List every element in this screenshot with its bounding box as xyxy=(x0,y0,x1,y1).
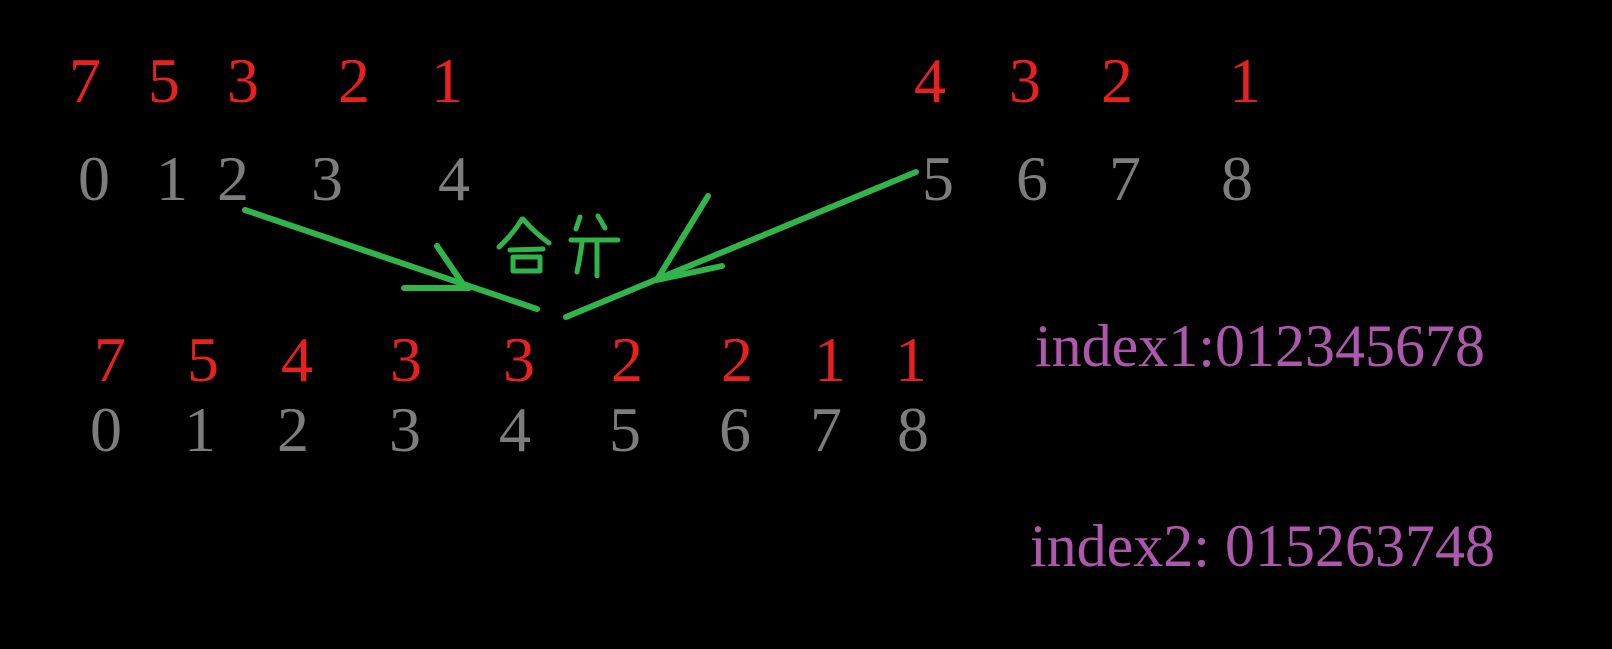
right-array-index: 8 xyxy=(1221,143,1253,214)
left-array-value: 3 xyxy=(227,45,259,116)
merge-label-glyphs xyxy=(520,216,552,246)
merged-array-value: 2 xyxy=(611,324,643,395)
merged-array-index: 2 xyxy=(277,394,309,465)
left-arrow-shaft xyxy=(242,207,540,312)
index1-annotation: index1:012345678 xyxy=(1035,313,1485,379)
merged-array-value: 5 xyxy=(187,324,219,395)
left-array-index: 1 xyxy=(156,143,188,214)
merge-label-glyphs xyxy=(496,213,621,278)
left-array-value: 2 xyxy=(338,45,370,116)
left-arrowhead-icon xyxy=(434,243,468,290)
merged-array-index: 8 xyxy=(897,394,929,465)
merged-array-index: 5 xyxy=(609,394,641,465)
left-array-index: 0 xyxy=(78,143,110,214)
merged-array-value: 4 xyxy=(281,324,313,395)
right-array-value: 4 xyxy=(914,45,946,116)
merge-label-glyphs xyxy=(595,213,608,231)
merged-array-value: 1 xyxy=(814,324,846,395)
merged-array-value: 2 xyxy=(721,324,753,395)
merged-array-index: 4 xyxy=(499,394,531,465)
merged-array-index: 6 xyxy=(719,394,751,465)
merged-array-index: 3 xyxy=(389,394,421,465)
right-array-index: 6 xyxy=(1016,143,1048,214)
right-array-value: 2 xyxy=(1101,45,1133,116)
right-arrowhead-icon xyxy=(654,263,725,283)
merged-array-index: 0 xyxy=(90,394,122,465)
left-array-index: 4 xyxy=(438,143,470,214)
left-array-value: 1 xyxy=(431,45,463,116)
merge-label-glyphs xyxy=(574,240,585,275)
merged-array-value: 7 xyxy=(94,324,126,395)
merged-array-value: 1 xyxy=(895,324,927,395)
right-array-value: 3 xyxy=(1009,45,1041,116)
merged-array-index: 7 xyxy=(810,394,842,465)
index2-annotation: index2: 015263748 xyxy=(1030,513,1495,579)
left-array-index: 2 xyxy=(217,143,249,214)
merged-array-index: 1 xyxy=(184,394,216,465)
right-array-value: 1 xyxy=(1229,45,1261,116)
merge-label-glyphs xyxy=(573,214,583,232)
right-array-index: 7 xyxy=(1109,143,1141,214)
merge-label-glyphs xyxy=(496,216,525,250)
merged-array-value: 3 xyxy=(390,324,422,395)
right-arrow-short-shaft xyxy=(655,193,711,281)
right-array-index: 5 xyxy=(922,143,954,214)
right-arrow-shaft xyxy=(563,169,919,320)
merged-array-value: 3 xyxy=(503,324,535,395)
left-array-value: 7 xyxy=(69,45,101,116)
merge-label-glyphs xyxy=(507,246,546,253)
left-array-index: 3 xyxy=(311,143,343,214)
merge-label-glyphs xyxy=(510,254,543,274)
left-array-value: 5 xyxy=(148,45,180,116)
